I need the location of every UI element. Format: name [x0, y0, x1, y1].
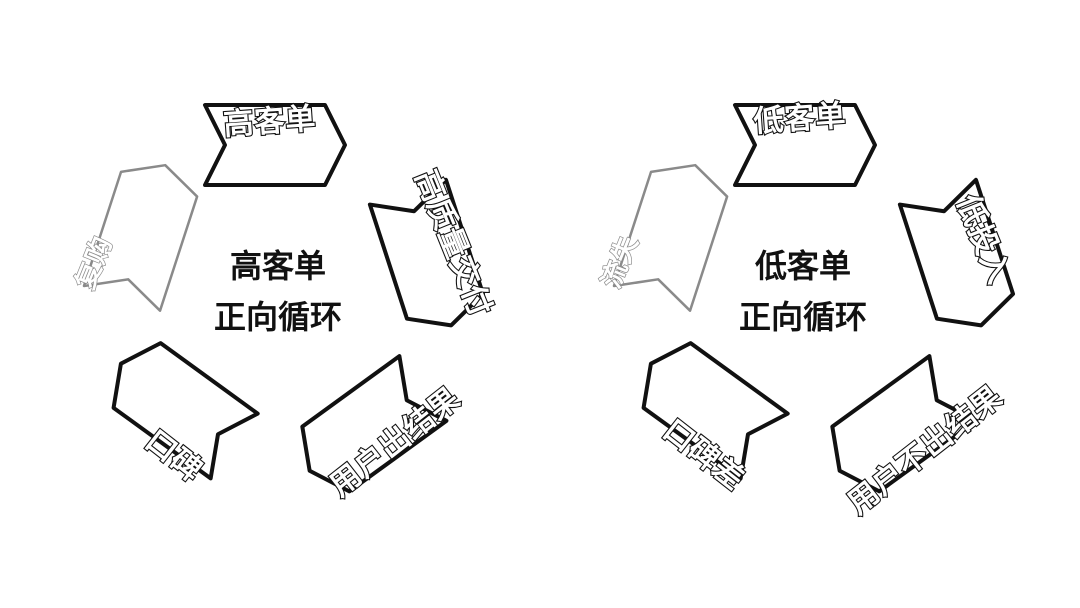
- segment-label: 低客单: [751, 98, 847, 139]
- cycle-arrow-segment: [641, 341, 790, 481]
- low-ticket-cycle: 低客单 低投入 用户不出结果 口碑差 流失 低客单 正向循环: [596, 97, 1018, 522]
- cycle-arrow-segment: [367, 177, 486, 328]
- cycle-arrow-segment: [612, 163, 729, 312]
- cycle-arrow-segment: [111, 341, 260, 481]
- cycle-arrow-segment: [830, 354, 979, 494]
- cycle-center-title: 高客单: [230, 247, 326, 285]
- cycle-center-subtitle: 正向循环: [739, 298, 867, 336]
- cycle-arrow-segment: [82, 163, 199, 312]
- high-ticket-cycle: 高客单 高质量交付 用户出结果 口碑 复购 高客单 正向循环: [70, 100, 499, 505]
- segment-label: 高客单: [222, 101, 317, 142]
- cycle-arrow-segment: [733, 103, 877, 187]
- cycle-arrow-segment: [203, 103, 347, 187]
- cycle-center-subtitle: 正向循环: [214, 298, 342, 336]
- cycle-arrow-segment: [897, 177, 1016, 328]
- cycle-arrow-segment: [300, 354, 449, 494]
- cycle-center-title: 低客单: [755, 247, 851, 285]
